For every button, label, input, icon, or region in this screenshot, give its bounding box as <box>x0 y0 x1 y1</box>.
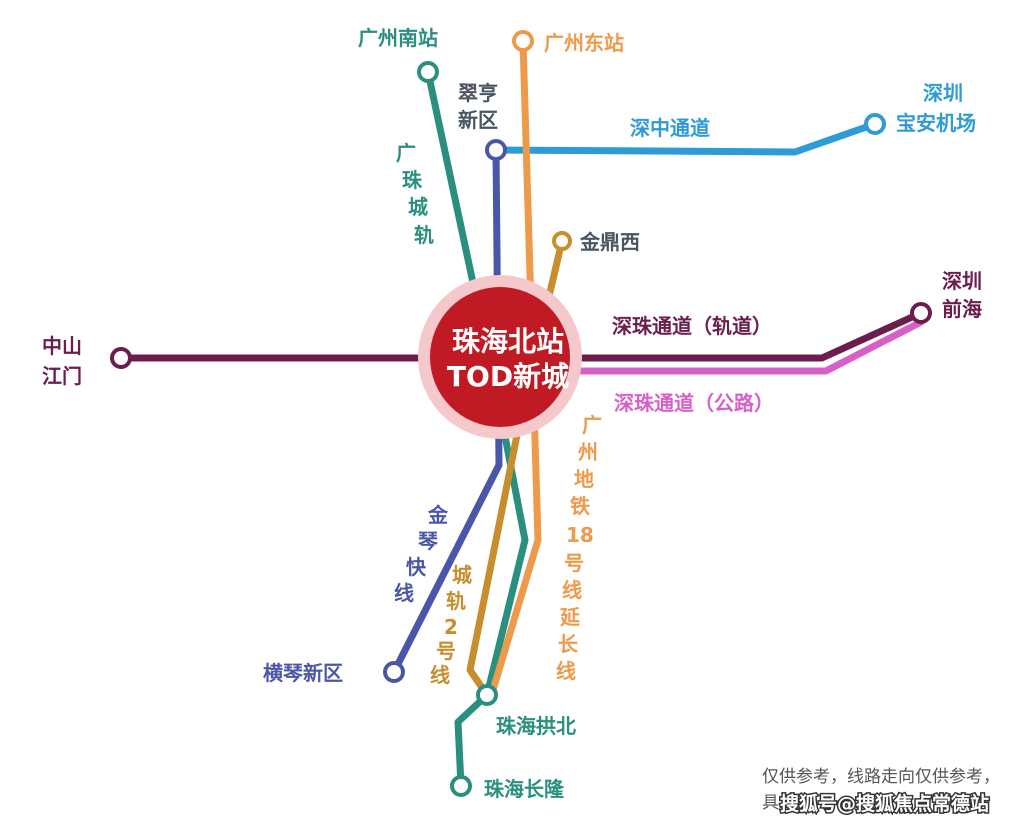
label-intercity2: 城 轨 2 号 线 <box>430 563 472 687</box>
station-jinding-west[interactable] <box>552 231 572 251</box>
label-shenzhen-qianhai-line2: 前海 <box>942 297 982 321</box>
route-shenzhong <box>493 120 879 156</box>
label-guangzhu-char3: 城 <box>408 195 428 219</box>
label-gongbei: 珠海拱北 <box>496 714 576 738</box>
disclaimer-line2-prefix: 具 <box>762 793 779 813</box>
label-jinqin: 金 琴 快 线 <box>394 503 449 605</box>
label-jinqin-char1: 金 <box>427 503 449 527</box>
label-jinqin-char4: 线 <box>394 581 414 605</box>
route-metro18 <box>489 37 542 694</box>
label-metro18-char10: 线 <box>556 659 576 683</box>
label-guangzhu-char1: 广 <box>396 141 416 165</box>
label-metro18-char4: 铁 <box>570 494 590 518</box>
label-metro18-char6: 号 <box>564 551 584 575</box>
label-shenzhu-rail: 深珠通道（轨道） <box>612 314 772 338</box>
label-metro18-char9: 长 <box>558 632 579 656</box>
route-shenzhu-road <box>566 318 925 375</box>
station-zhongshan-jiangmen[interactable] <box>110 347 132 369</box>
label-shenzhu-road: 深珠通道（公路） <box>614 391 774 415</box>
label-shenzhong: 深中通道 <box>630 116 710 140</box>
label-metro18-char3: 地 <box>574 467 594 491</box>
station-shenzhen-qianhai[interactable] <box>910 302 932 324</box>
label-intercity2-char3: 2 <box>444 615 458 639</box>
disclaimer-line1: 仅供参考，线路走向仅供参考， <box>762 767 1000 787</box>
label-metro18-char8: 延 <box>559 605 581 629</box>
station-guangzhou-south[interactable] <box>417 61 439 83</box>
label-metro18: 广 州 地 铁 18 号 线 延 长 线 <box>556 413 602 683</box>
station-changlong[interactable] <box>450 775 472 797</box>
label-zhongshan-jiangmen-line1: 中山 <box>42 334 82 358</box>
label-zhongshan-jiangmen-line2: 江门 <box>42 364 82 388</box>
station-cuiheng[interactable] <box>485 139 507 161</box>
label-intercity2-char1: 城 <box>452 563 472 587</box>
label-cuiheng-line1: 翠亨 <box>458 81 498 105</box>
label-jinqin-char3: 快 <box>406 555 427 579</box>
station-guangzhou-east[interactable] <box>512 30 534 52</box>
route-shenzhu-rail <box>117 309 925 362</box>
hub-title-line2: TOD新城 <box>447 360 569 393</box>
label-hengqin: 横琴新区 <box>263 661 343 685</box>
label-jinqin-char2: 琴 <box>418 529 439 553</box>
label-guangzhou-east: 广州东站 <box>544 31 624 55</box>
label-intercity2-char2: 轨 <box>446 589 466 613</box>
label-intercity2-char4: 号 <box>436 639 456 663</box>
label-metro18-char2: 州 <box>578 440 598 464</box>
label-guangzhu-char4: 轨 <box>414 223 434 247</box>
station-gongbei[interactable] <box>476 684 498 706</box>
label-jinding-west: 金鼎西 <box>579 230 640 254</box>
label-changlong: 珠海长隆 <box>484 777 565 801</box>
hub-title-line1: 珠海北站 <box>452 325 564 358</box>
route-jinqin <box>390 146 503 676</box>
station-hengqin[interactable] <box>383 661 405 683</box>
label-metro18-char1: 广 <box>582 413 602 437</box>
label-shenzhen-baoan-line2: 宝安机场 <box>896 111 976 135</box>
label-guangzhu-char2: 珠 <box>402 168 423 192</box>
label-cuiheng-line2: 新区 <box>458 108 498 132</box>
watermark: 搜狐号@搜狐焦点常德站 <box>780 792 989 815</box>
hub-circle[interactable] <box>430 287 570 427</box>
label-metro18-char7: 线 <box>562 578 582 602</box>
label-guangzhou-south: 广州南站 <box>358 26 438 50</box>
label-metro18-char5: 18 <box>566 523 594 547</box>
label-intercity2-char5: 线 <box>430 663 450 687</box>
station-shenzhen-baoan[interactable] <box>864 113 886 135</box>
label-shenzhen-qianhai-line1: 深圳 <box>942 269 982 293</box>
label-shenzhen-baoan-line1: 深圳 <box>923 81 963 105</box>
